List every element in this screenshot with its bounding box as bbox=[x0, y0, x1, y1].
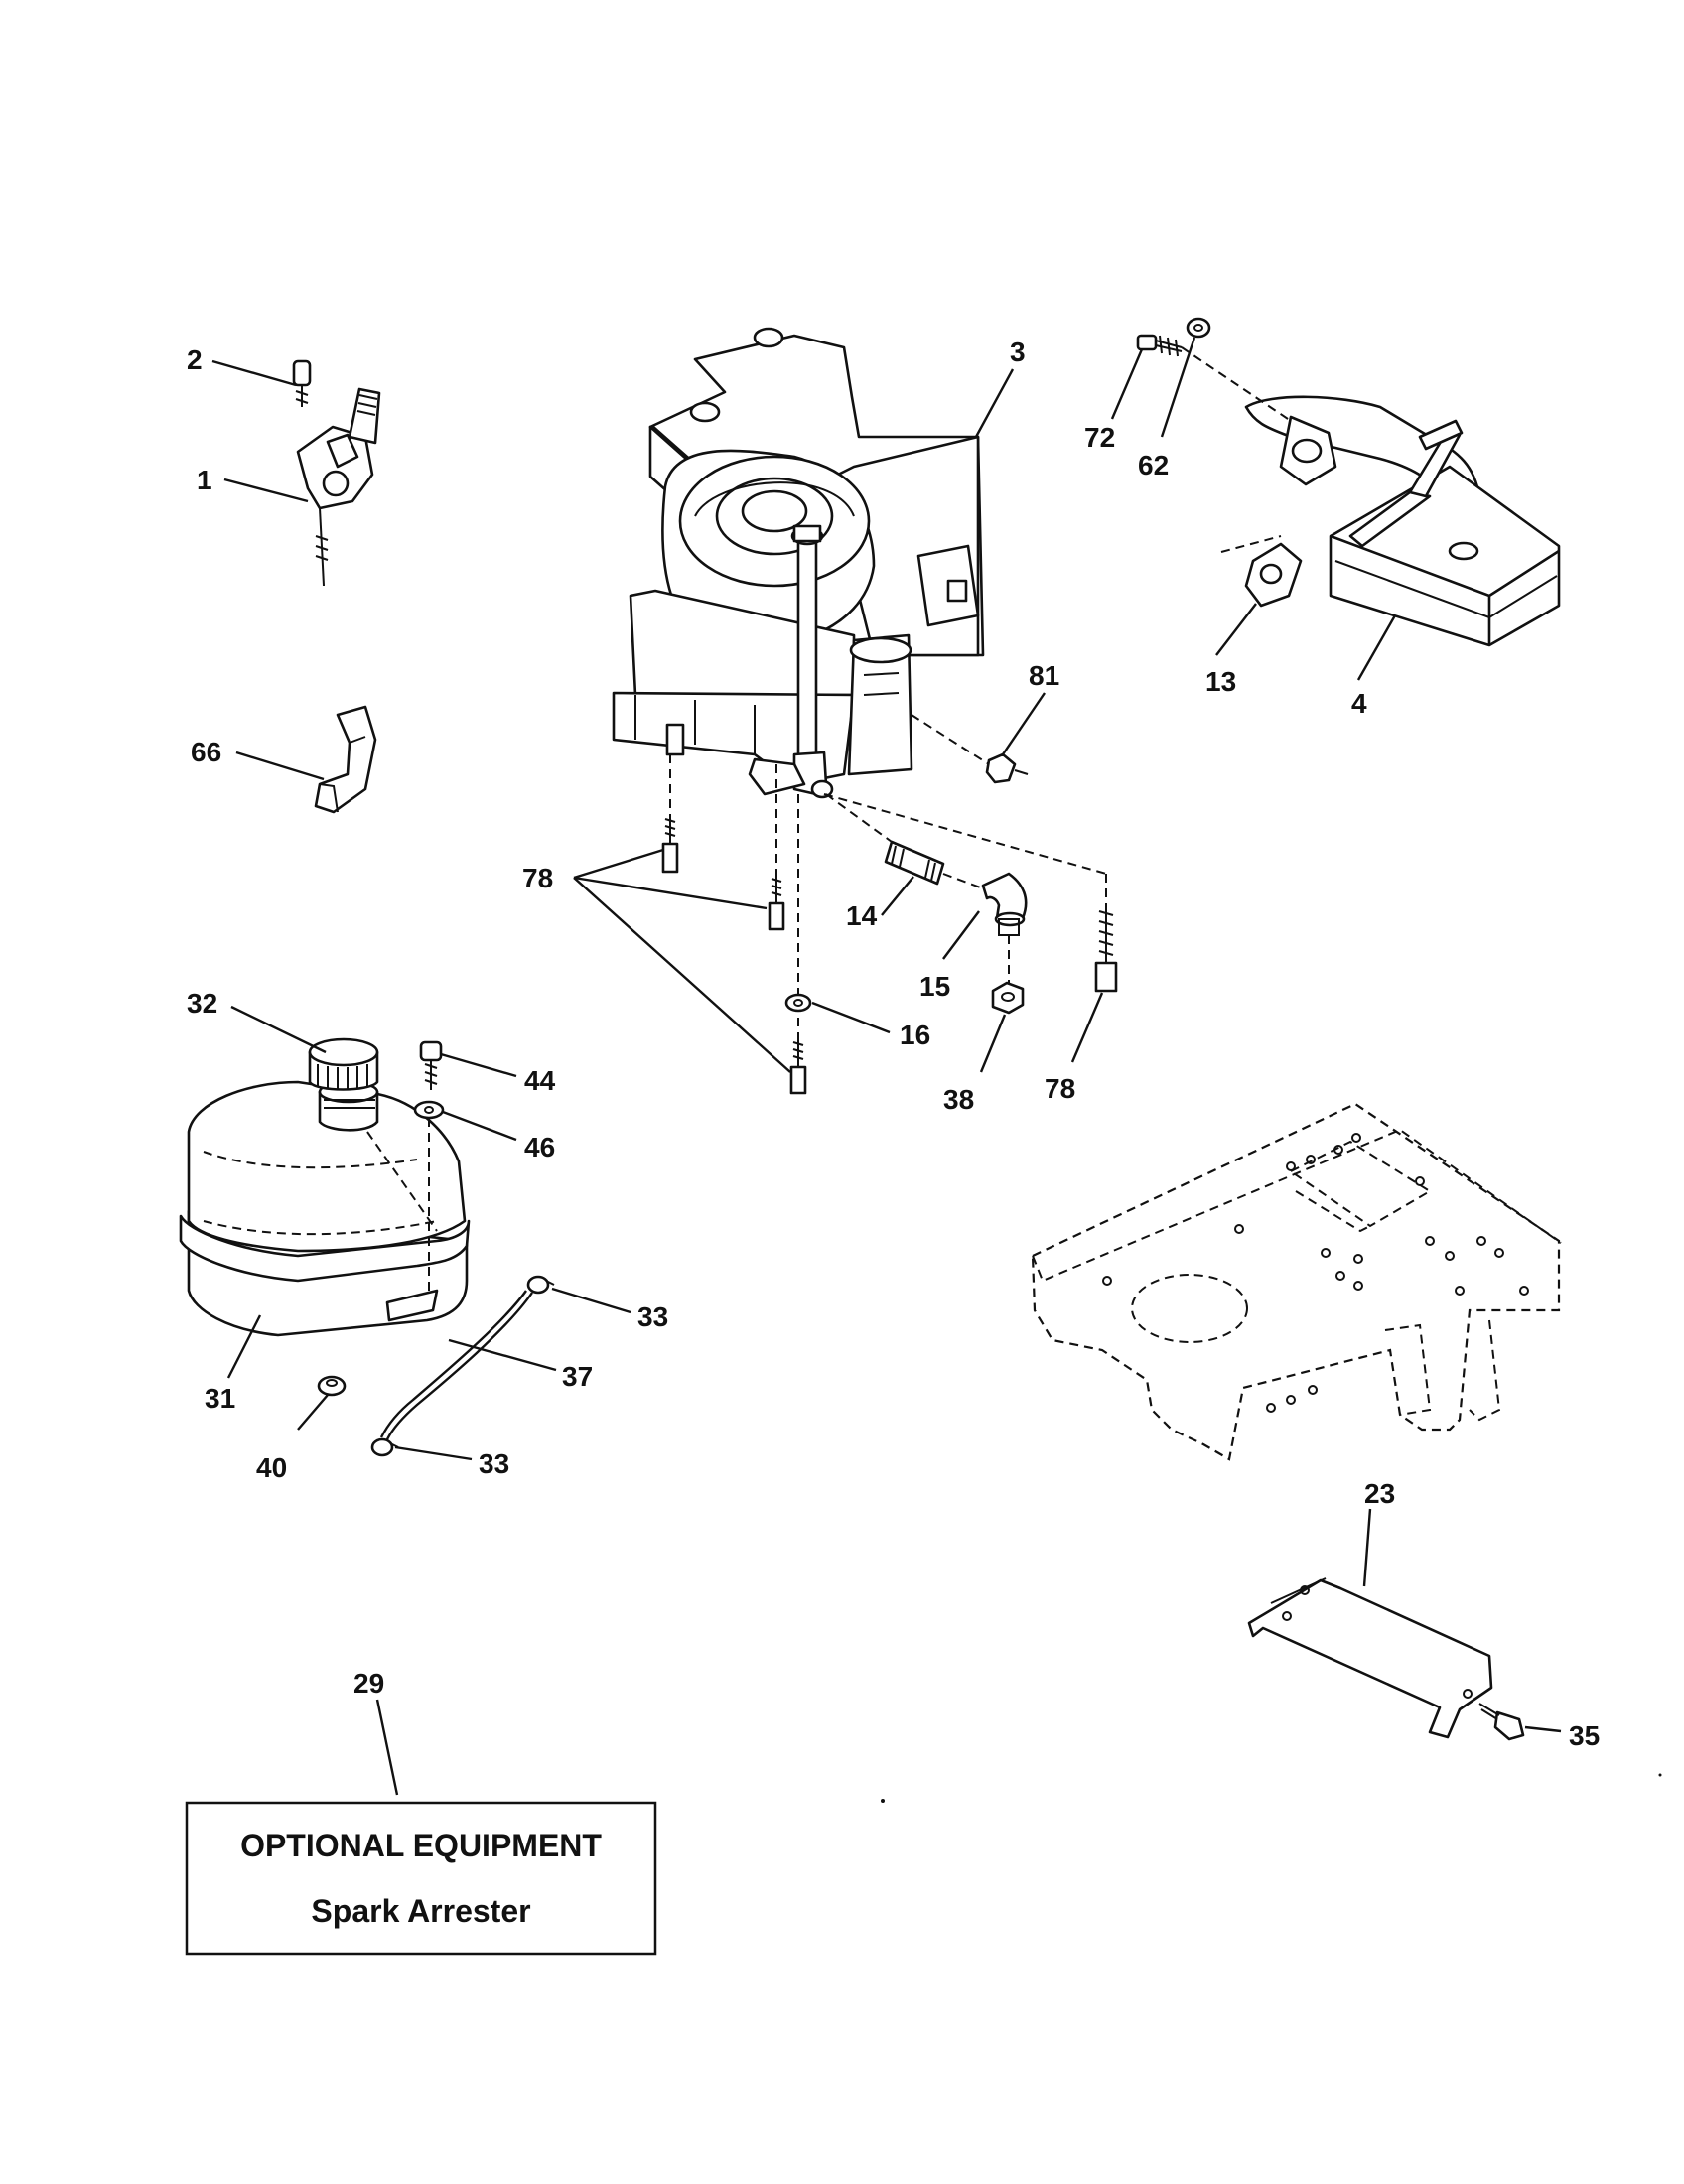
callout-38: 38 bbox=[943, 1084, 974, 1115]
bolt-part-78-left bbox=[661, 814, 679, 874]
optional-equipment-item: Spark Arrester bbox=[311, 1893, 530, 1929]
callout-31: 31 bbox=[205, 1383, 235, 1414]
callout-78-left: 78 bbox=[522, 863, 553, 893]
callout-35: 35 bbox=[1569, 1720, 1600, 1751]
optional-equipment-title: OPTIONAL EQUIPMENT bbox=[240, 1828, 602, 1863]
callout-37: 37 bbox=[562, 1361, 593, 1392]
callout-29: 29 bbox=[353, 1668, 384, 1699]
leader-lines bbox=[211, 337, 1562, 1796]
callout-14: 14 bbox=[846, 900, 878, 931]
elbow-part-15 bbox=[981, 872, 1028, 936]
fuel-tank-part bbox=[179, 1080, 471, 1337]
callout-15: 15 bbox=[919, 971, 950, 1002]
callout-40: 40 bbox=[256, 1452, 287, 1483]
callout-33-bottom: 33 bbox=[479, 1448, 509, 1479]
plate-part-23 bbox=[1247, 1577, 1493, 1739]
callout-13: 13 bbox=[1205, 666, 1236, 697]
screw-part-35 bbox=[1478, 1703, 1525, 1741]
bracket-part-66 bbox=[314, 705, 377, 814]
callout-1: 1 bbox=[197, 465, 212, 495]
bolt-part-78-mid bbox=[768, 874, 785, 931]
nut-part-38 bbox=[991, 981, 1025, 1015]
fuel-line-part-37 bbox=[379, 1290, 533, 1440]
callout-3: 3 bbox=[1010, 337, 1026, 367]
hose-clamp-part-33-top bbox=[526, 1275, 555, 1295]
fuel-cap-part bbox=[308, 1037, 379, 1091]
screw-part-44 bbox=[419, 1040, 443, 1090]
callout-33-top: 33 bbox=[637, 1301, 668, 1332]
engine-part bbox=[612, 327, 985, 799]
washer-part-46 bbox=[413, 1100, 445, 1120]
muffler-part bbox=[1220, 395, 1561, 647]
callout-46: 46 bbox=[524, 1132, 555, 1162]
callout-81: 81 bbox=[1029, 660, 1059, 691]
gasket-part-13 bbox=[1244, 542, 1303, 608]
callout-78-right: 78 bbox=[1045, 1073, 1075, 1104]
optional-equipment-box: OPTIONAL EQUIPMENT Spark Arrester bbox=[185, 1801, 657, 1956]
bolt-part-72 bbox=[1136, 334, 1183, 357]
callout-66: 66 bbox=[191, 737, 221, 767]
hose-clamp-part-33-bottom bbox=[370, 1437, 399, 1457]
throttle-control-part bbox=[292, 359, 381, 587]
callout-16: 16 bbox=[900, 1020, 930, 1050]
washer-part-16 bbox=[784, 993, 812, 1013]
frame-part bbox=[1031, 1102, 1562, 1461]
stray-dot bbox=[881, 1799, 885, 1803]
callout-62: 62 bbox=[1138, 450, 1169, 480]
nut-part-81 bbox=[985, 752, 1029, 784]
grommet-part-40 bbox=[317, 1375, 347, 1397]
callout-4: 4 bbox=[1351, 688, 1367, 719]
callout-32: 32 bbox=[187, 988, 217, 1019]
stray-dot bbox=[1658, 1773, 1662, 1777]
callout-72: 72 bbox=[1084, 422, 1115, 453]
callout-44: 44 bbox=[524, 1065, 556, 1096]
bolt-part-78-right bbox=[1094, 903, 1118, 993]
callout-2: 2 bbox=[187, 344, 203, 375]
pipe-nipple-part-14 bbox=[884, 840, 945, 886]
washer-part-62 bbox=[1186, 317, 1211, 339]
bolt-part-78-low bbox=[789, 1037, 807, 1095]
callout-23: 23 bbox=[1364, 1478, 1395, 1509]
